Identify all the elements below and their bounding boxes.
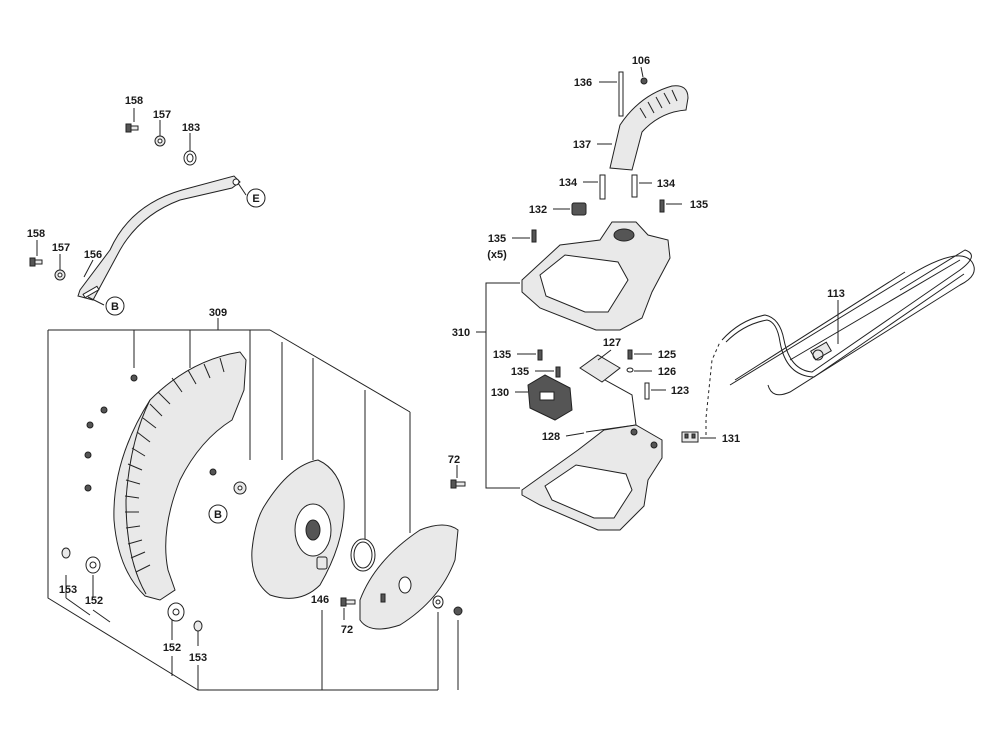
spring	[350, 538, 376, 572]
label-B-bottom: B	[214, 509, 222, 521]
label-126: 126	[658, 366, 676, 378]
screw-134-right	[631, 174, 638, 198]
label-135-top: 135	[690, 199, 708, 211]
label-131: 131	[722, 433, 740, 445]
screw-72-bottom	[340, 597, 356, 607]
lower-housing	[521, 424, 663, 531]
screw-158-bottom	[29, 257, 43, 267]
cover-plate	[359, 524, 459, 630]
label-135-x5: 135	[488, 233, 506, 245]
callout-E	[246, 188, 266, 208]
label-106: 106	[632, 55, 650, 67]
board-127	[579, 354, 637, 433]
power-cord-113	[721, 249, 975, 396]
label-132: 132	[529, 204, 547, 216]
washer-152-right	[167, 602, 185, 622]
screw-106	[640, 77, 648, 85]
handle-137	[609, 85, 689, 171]
label-157-bottom: 157	[52, 242, 70, 254]
upper-housing	[521, 221, 671, 331]
label-125: 125	[658, 349, 676, 361]
screw-135-top	[659, 199, 665, 213]
label-310: 310	[452, 327, 470, 339]
label-B-top: B	[111, 301, 119, 313]
washer-right	[432, 595, 444, 609]
group-bracket-310	[476, 282, 520, 489]
nut-right	[453, 606, 463, 616]
nut-153-left	[61, 547, 71, 559]
callout-B-bottom	[208, 504, 228, 524]
label-183: 183	[182, 122, 200, 134]
label-113: 113	[827, 288, 845, 300]
labels: 158 157 183 E 158 157 156 B 309 B 72 72 …	[27, 55, 845, 664]
terminal-131	[681, 431, 699, 443]
lower-guard	[251, 459, 345, 599]
label-130: 130	[491, 387, 509, 399]
screw-125	[627, 349, 633, 360]
switch-body-130	[527, 374, 573, 421]
pin-136	[618, 71, 624, 117]
label-134-right: 134	[657, 178, 676, 190]
label-123: 123	[671, 385, 689, 397]
label-127: 127	[603, 337, 621, 349]
screw-135-x5	[531, 229, 537, 243]
label-136: 136	[574, 77, 592, 89]
upper-blade-guard	[113, 351, 247, 601]
screw-135-mid	[537, 349, 543, 361]
label-137: 137	[573, 139, 591, 151]
label-156: 156	[84, 249, 102, 261]
label-128: 128	[542, 431, 560, 443]
label-152-right: 152	[163, 642, 181, 654]
label-146: 146	[311, 594, 329, 606]
washer-126	[626, 367, 634, 373]
nut-153-right	[193, 620, 203, 632]
screw-123	[644, 382, 650, 400]
label-72-bottom: 72	[341, 624, 353, 636]
label-72-top: 72	[448, 454, 460, 466]
nut-157-bottom	[54, 269, 66, 281]
washer-152-left	[85, 556, 101, 574]
guard-screws	[84, 374, 217, 492]
label-134-left: 134	[559, 177, 578, 189]
label-153-left: 153	[59, 584, 77, 596]
label-153-right: 153	[189, 652, 207, 664]
switch-132	[571, 202, 587, 216]
screw-158-top	[125, 123, 139, 133]
callout-B-top	[105, 296, 125, 316]
group-bracket-309	[47, 318, 459, 691]
clip-146	[316, 556, 328, 570]
label-158-top: 158	[125, 95, 143, 107]
nut-upper	[233, 481, 247, 495]
label-E: E	[252, 193, 259, 205]
label-157-top: 157	[153, 109, 171, 121]
label-158-bottom: 158	[27, 228, 45, 240]
screw-135-mid2	[555, 366, 561, 378]
washer-183	[183, 150, 197, 166]
label-152-left: 152	[85, 595, 103, 607]
label-135-mid2: 135	[511, 366, 529, 378]
label-135-qty: (x5)	[487, 249, 507, 261]
screw-72-top	[450, 479, 466, 489]
label-309: 309	[209, 307, 227, 319]
screw-134-left	[599, 174, 606, 200]
nut-157-top	[154, 135, 166, 147]
bracket-156	[77, 175, 241, 301]
label-135-mid: 135	[493, 349, 511, 361]
